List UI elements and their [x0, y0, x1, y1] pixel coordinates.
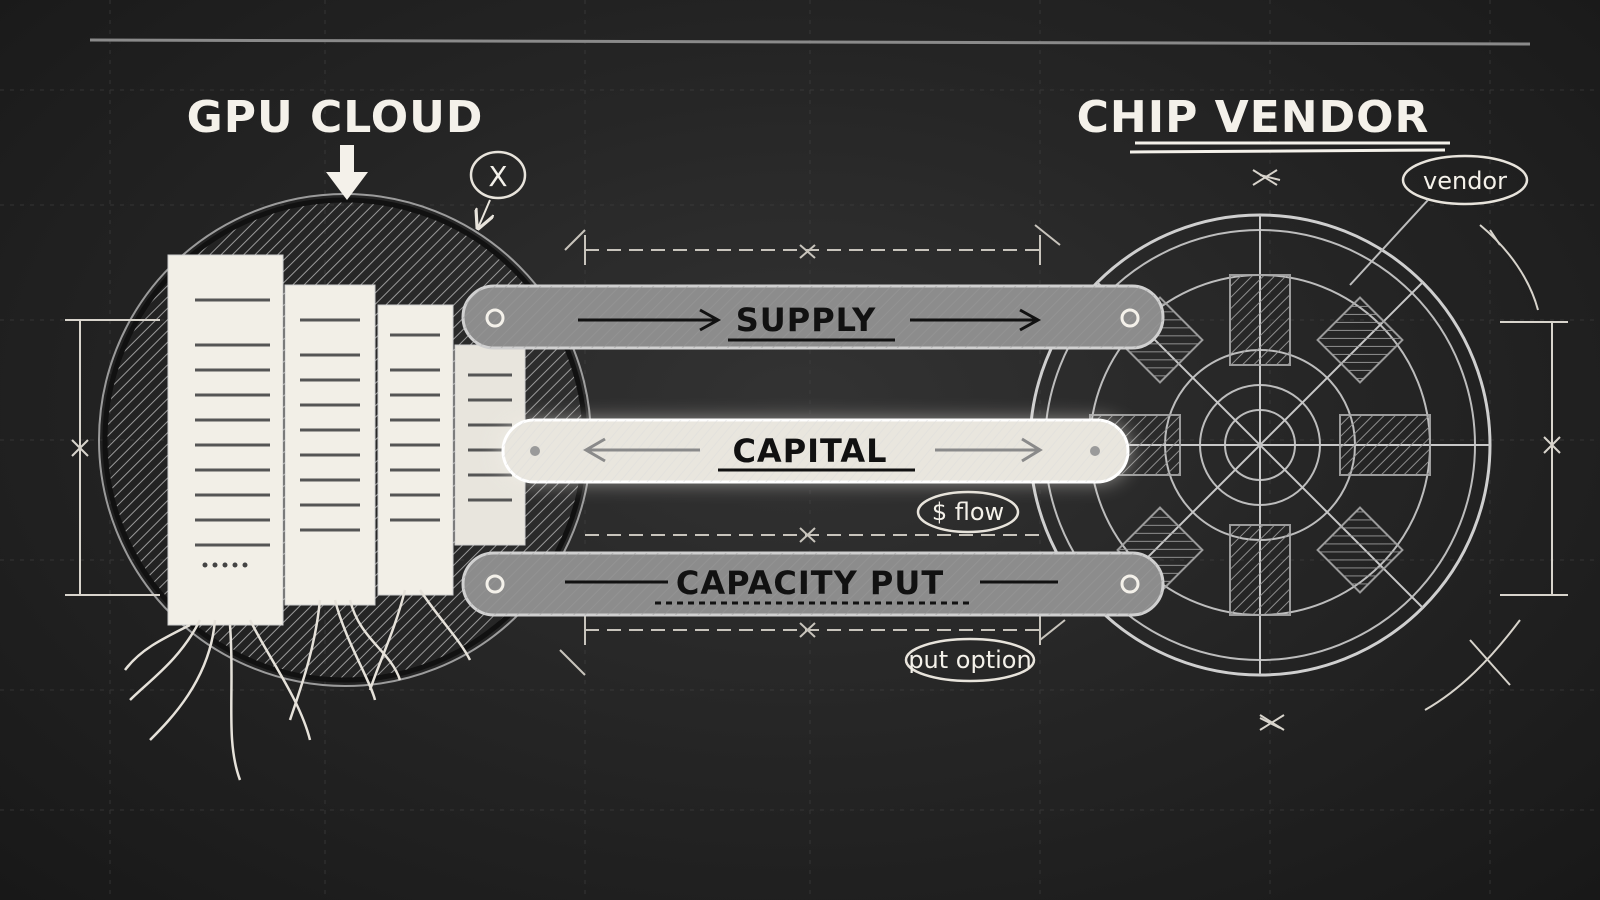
gpu-cloud-title: GPU CLOUD	[187, 92, 484, 143]
arrow-right-icon	[578, 308, 722, 332]
server-rack-icon	[284, 284, 376, 606]
x-marker-badge: X	[469, 150, 527, 228]
dimension-line-left	[65, 319, 160, 596]
server-rack-icon	[167, 254, 284, 626]
middle-dimension-guides	[559, 224, 1066, 676]
arrow-left-icon	[583, 437, 700, 463]
capacity-put-bar: CAPACITY PUT	[461, 551, 1165, 617]
supply-bar: SUPPLY	[461, 284, 1165, 350]
put-option-note	[904, 637, 1036, 683]
chip-vendor-node	[1028, 154, 1568, 731]
arrow-down-icon	[326, 145, 368, 200]
dollar-flow-label: $ flow	[932, 498, 1004, 526]
chip-vendor-title: CHIP VENDOR	[1077, 92, 1430, 143]
dimension-line-right	[1252, 169, 1568, 731]
chip-vendor-underline	[1129, 141, 1450, 154]
capital-bar: CAPITAL	[500, 418, 1130, 484]
supply-label: SUPPLY	[736, 301, 877, 339]
vendor-tag-label: vendor	[1423, 167, 1507, 195]
capital-label: CAPITAL	[732, 432, 887, 470]
server-rack-icon	[377, 304, 454, 596]
arrow-right-icon	[935, 437, 1043, 463]
top-rule	[89, 38, 1531, 46]
dollar-flow-note	[916, 490, 1020, 534]
x-marker-label: X	[488, 160, 507, 193]
wafer-grid-blocks	[1089, 274, 1431, 616]
capacity-put-label: CAPACITY PUT	[676, 564, 944, 602]
arrow-right-icon	[910, 308, 1042, 332]
vendor-tag	[1349, 154, 1529, 286]
root-cables-icon	[124, 589, 472, 781]
put-option-label: put option	[908, 646, 1031, 674]
